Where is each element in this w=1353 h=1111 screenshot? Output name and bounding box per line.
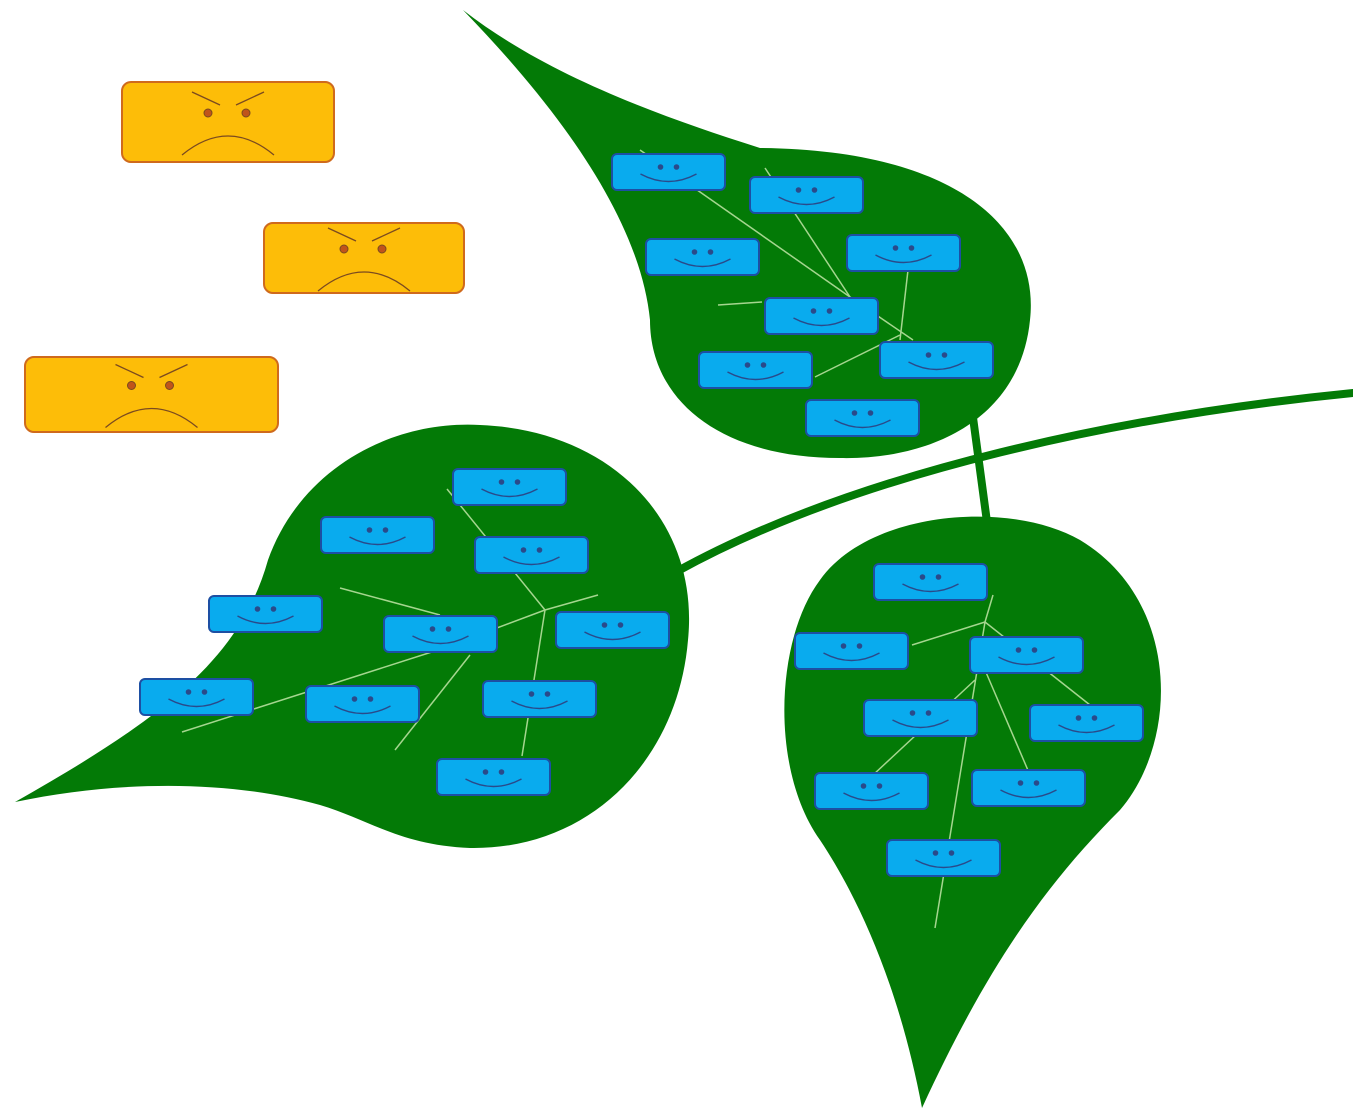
petiole-stem	[968, 406, 991, 526]
happy-block	[645, 238, 760, 276]
angry-block-3	[24, 356, 279, 433]
happy-block	[555, 611, 670, 649]
smiling-face-icon	[674, 249, 731, 268]
happy-block	[749, 176, 864, 214]
smiling-face-icon	[412, 626, 469, 645]
smiling-face-icon	[237, 606, 294, 625]
happy-blocks	[139, 153, 1144, 877]
happy-block	[452, 468, 567, 506]
smiling-face-icon	[843, 783, 900, 802]
frowning-face-icon	[105, 363, 198, 429]
smiling-face-icon	[875, 245, 932, 264]
happy-block	[1029, 704, 1144, 742]
frowning-face-icon	[317, 227, 411, 292]
happy-block	[863, 699, 978, 737]
happy-block	[794, 632, 909, 670]
smiling-face-icon	[465, 769, 522, 788]
smiling-face-icon	[334, 696, 391, 715]
smiling-face-icon	[349, 527, 406, 546]
happy-block	[886, 839, 1001, 877]
main-stem	[672, 389, 1353, 576]
smiling-face-icon	[503, 547, 560, 566]
smiling-face-icon	[584, 622, 641, 641]
right-leaf-happy-blocks	[794, 563, 1144, 877]
happy-block	[383, 615, 498, 653]
happy-block	[208, 595, 323, 633]
happy-block	[436, 758, 551, 796]
happy-block	[805, 399, 920, 437]
smiling-face-icon	[168, 689, 225, 708]
smiling-face-icon	[902, 574, 959, 593]
happy-block	[474, 536, 589, 574]
angry-block-1	[121, 81, 335, 163]
happy-block	[698, 351, 813, 389]
happy-block	[971, 769, 1086, 807]
smiling-face-icon	[908, 352, 965, 371]
left-leaf-happy-blocks	[139, 468, 670, 796]
smiling-face-icon	[823, 643, 880, 662]
smiling-face-icon	[727, 362, 784, 381]
happy-block	[879, 341, 994, 379]
happy-block	[320, 516, 435, 554]
happy-block	[814, 772, 929, 810]
happy-block	[846, 234, 961, 272]
smiling-face-icon	[640, 164, 697, 183]
happy-block	[969, 636, 1084, 674]
smiling-face-icon	[915, 850, 972, 869]
smiling-face-icon	[1058, 715, 1115, 734]
angry-block-2	[263, 222, 465, 294]
happy-block	[139, 678, 254, 716]
angry-blocks	[24, 81, 465, 433]
smiling-face-icon	[511, 691, 568, 710]
happy-block	[611, 153, 726, 191]
right-leaf	[784, 516, 1161, 1108]
top-leaf-happy-blocks	[611, 153, 994, 437]
smiling-face-icon	[892, 710, 949, 729]
happy-block	[305, 685, 420, 723]
frowning-face-icon	[181, 91, 275, 156]
left-leaf	[15, 424, 690, 849]
smiling-face-icon	[998, 647, 1055, 666]
smiling-face-icon	[1000, 780, 1057, 799]
happy-block	[873, 563, 988, 601]
smiling-face-icon	[481, 479, 538, 498]
smiling-face-icon	[834, 410, 891, 429]
happy-block	[482, 680, 597, 718]
smiling-face-icon	[793, 308, 850, 327]
happy-block	[764, 297, 879, 335]
smiling-face-icon	[778, 187, 835, 206]
